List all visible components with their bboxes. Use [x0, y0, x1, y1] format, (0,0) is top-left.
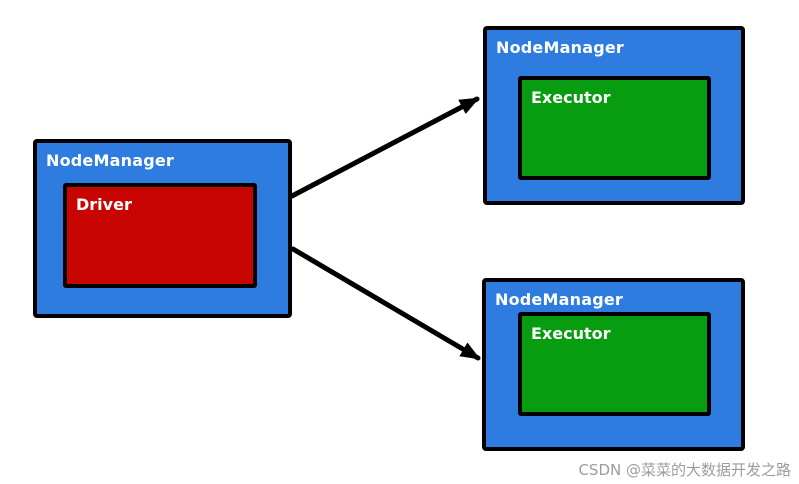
node-manager-executor-bottom-box: NodeManager Executor: [482, 278, 745, 451]
driver-label: Driver: [76, 195, 132, 214]
node-manager-executor-top-box: NodeManager Executor: [483, 26, 745, 205]
node-manager-title: NodeManager: [496, 38, 624, 57]
executor-box-top: Executor: [518, 76, 711, 180]
arrow-driver-to-top-executor: [289, 96, 480, 199]
executor-label: Executor: [531, 88, 611, 107]
executor-box-bottom: Executor: [518, 312, 711, 416]
node-manager-title: NodeManager: [46, 151, 174, 170]
node-manager-title: NodeManager: [495, 290, 623, 309]
watermark: CSDN @菜菜的大数据开发之路: [578, 461, 791, 479]
executor-label: Executor: [531, 324, 611, 343]
arrow-driver-to-bottom-executor: [290, 246, 481, 361]
node-manager-driver-box: NodeManager Driver: [33, 139, 292, 318]
driver-box: Driver: [63, 183, 257, 288]
